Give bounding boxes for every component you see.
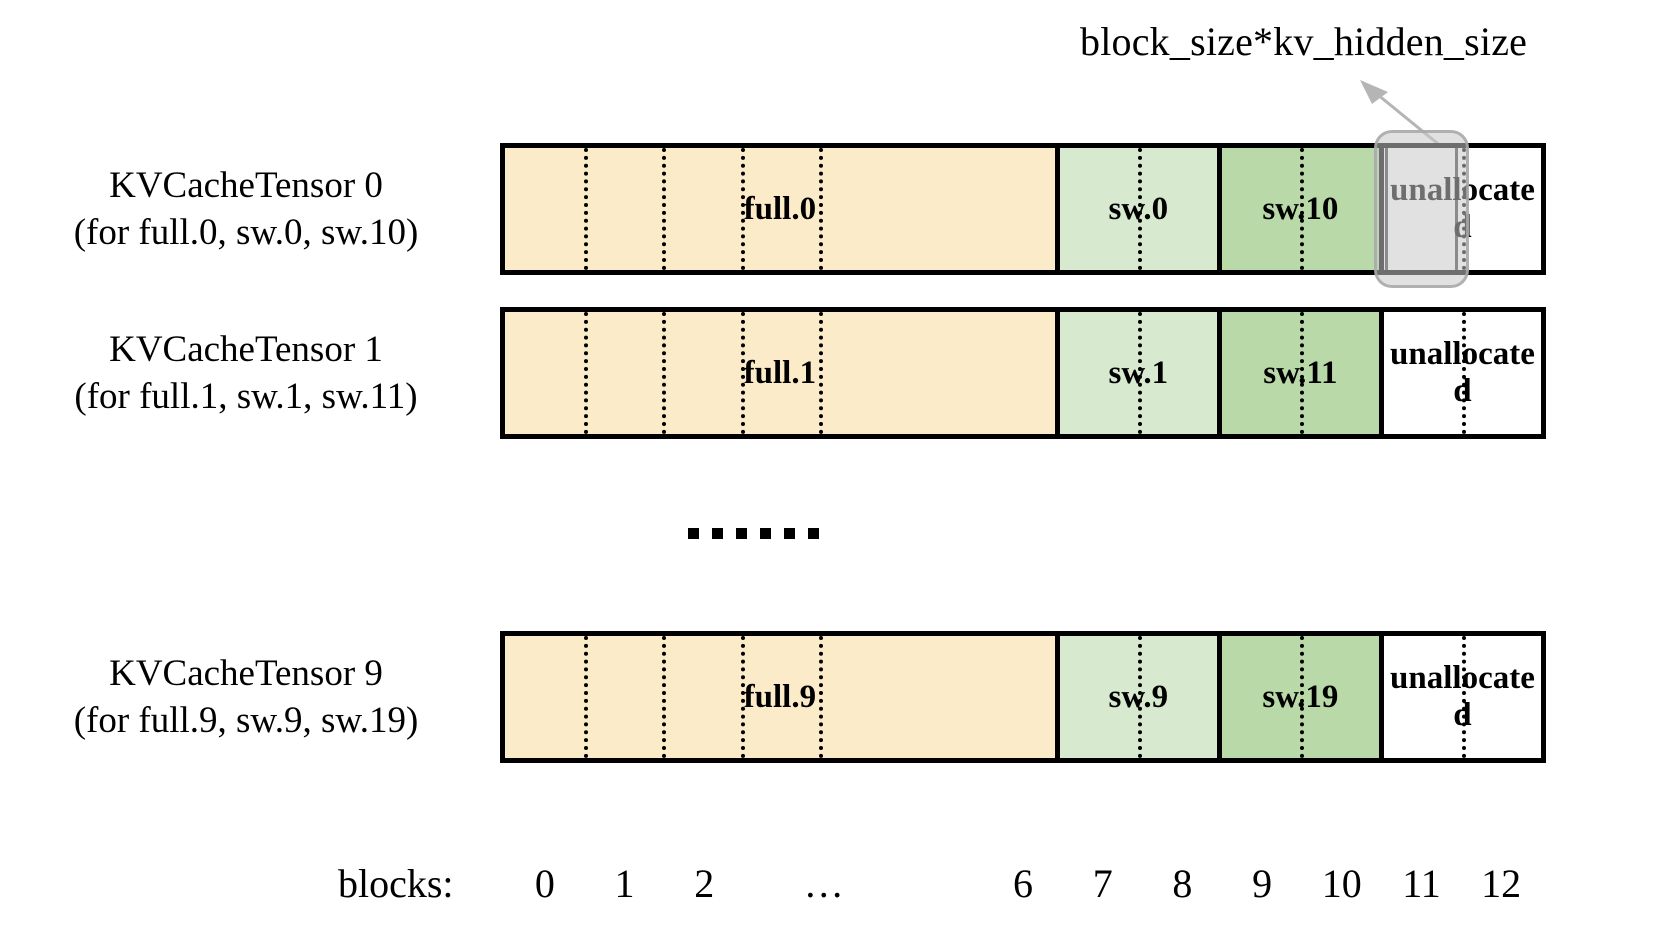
block-tick-7: 7 <box>1092 861 1113 906</box>
tensor-segment-label: sw.1 <box>1108 354 1169 391</box>
block-divider <box>662 636 667 758</box>
ellipsis-dot <box>760 528 771 539</box>
blocks-axis-label: blocks: <box>338 861 454 906</box>
kv-cache-tensor-bar: full.0sw.0sw.10unallocated <box>500 143 1546 275</box>
block-divider <box>662 312 667 434</box>
block-highlight-overlay[interactable] <box>1373 130 1470 288</box>
block-divider <box>740 312 745 434</box>
block-divider <box>819 148 824 270</box>
tensor-row-title: KVCacheTensor 1 <box>109 328 383 370</box>
tensor-row-subtitle: (for full.0, sw.0, sw.10) <box>73 212 419 253</box>
block-divider <box>583 148 588 270</box>
block-divider <box>819 312 824 434</box>
block-divider <box>740 636 745 758</box>
tensor-segment-unallocated[interactable]: unallocated <box>1378 636 1541 758</box>
tensor-segment-label: sw.0 <box>1108 190 1169 227</box>
tensor-segment-sw-0[interactable]: sw.0 <box>1054 148 1217 270</box>
ellipsis-dot <box>808 528 819 539</box>
block-divider <box>819 636 824 758</box>
block-divider <box>1300 636 1305 758</box>
tensor-row-subtitle: (for full.9, sw.9, sw.19) <box>73 700 419 741</box>
tensor-segment-sw-9[interactable]: sw.9 <box>1054 636 1217 758</box>
tensor-segment-label: full.1 <box>743 354 817 391</box>
tensor-segment-full-9[interactable]: full.9 <box>505 636 1055 758</box>
ellipsis-dot <box>688 528 699 539</box>
annotation-label: block_size*kv_hidden_size <box>1080 19 1528 64</box>
ellipsis-dot <box>736 528 747 539</box>
block-divider <box>1300 148 1305 270</box>
tensor-segment-full-1[interactable]: full.1 <box>505 312 1055 434</box>
tensor-segment-full-0[interactable]: full.0 <box>505 148 1055 270</box>
tensor-row-title: KVCacheTensor 9 <box>109 652 383 694</box>
tensor-segment-label: full.9 <box>743 678 817 715</box>
block-tick-8: 8 <box>1172 861 1193 906</box>
block-tick-9: 9 <box>1252 861 1273 906</box>
tensor-segment-label: sw.19 <box>1262 678 1339 715</box>
tensor-row: KVCacheTensor 9 (for full.9, sw.9, sw.19)… <box>0 631 1676 763</box>
tensor-segment-sw-1[interactable]: sw.1 <box>1054 312 1217 434</box>
block-divider <box>1138 636 1143 758</box>
block-divider <box>1462 312 1467 434</box>
block-divider <box>1138 148 1143 270</box>
tensor-segment-unallocated[interactable]: unallocated <box>1378 312 1541 434</box>
ellipsis-dot <box>784 528 795 539</box>
block-tick-10: 10 <box>1321 861 1362 906</box>
kv-cache-tensor-bar: full.9 sw.9 sw.19 unallocated <box>500 631 1546 763</box>
block-divider <box>1462 636 1467 758</box>
tensor-row-subtitle: (for full.1, sw.1, sw.11) <box>74 376 418 417</box>
block-tick-11: 11 <box>1402 861 1441 906</box>
block-tick-ellipsis: … <box>803 861 844 906</box>
tensor-segment-label: sw.11 <box>1263 354 1338 391</box>
tensor-segment-sw-19[interactable]: sw.19 <box>1216 636 1379 758</box>
block-divider <box>662 148 667 270</box>
tensor-segment-label: full.0 <box>743 190 817 227</box>
block-divider <box>583 312 588 434</box>
block-tick-0: 0 <box>534 861 555 906</box>
block-tick-6: 6 <box>1013 861 1033 906</box>
tensor-row: KVCacheTensor 0 (for full.0, sw.0, sw.10)… <box>0 143 1676 275</box>
tensor-row-label: KVCacheTensor 1 (for full.1, sw.1, sw.11) <box>0 307 492 439</box>
tensor-segment-label: sw.9 <box>1108 678 1169 715</box>
ellipsis-dot <box>712 528 723 539</box>
tensor-segment-sw-11[interactable]: sw.11 <box>1216 312 1379 434</box>
tensor-segment-label: sw.10 <box>1262 190 1339 227</box>
block-divider <box>583 636 588 758</box>
tensor-row-label: KVCacheTensor 0 (for full.0, sw.0, sw.10) <box>0 143 492 275</box>
block-tick-1: 1 <box>614 861 635 906</box>
kv-cache-tensor-bar: full.1 sw.1 sw.11 unallocated <box>500 307 1546 439</box>
block-tick-12: 12 <box>1481 861 1522 906</box>
tensor-segment-label: unallocated <box>1390 336 1535 409</box>
tensor-row-title: KVCacheTensor 0 <box>109 164 383 206</box>
tensor-segment-sw-10[interactable]: sw.10 <box>1216 148 1379 270</box>
tensor-row-label: KVCacheTensor 9 (for full.9, sw.9, sw.19) <box>0 631 492 763</box>
ellipsis-indicator <box>688 528 819 539</box>
block-divider <box>740 148 745 270</box>
tensor-segment-label: unallocated <box>1390 660 1535 733</box>
tensor-row: KVCacheTensor 1 (for full.1, sw.1, sw.11)… <box>0 307 1676 439</box>
block-divider <box>1138 312 1143 434</box>
block-tick-2: 2 <box>694 861 715 906</box>
block-divider <box>1300 312 1305 434</box>
